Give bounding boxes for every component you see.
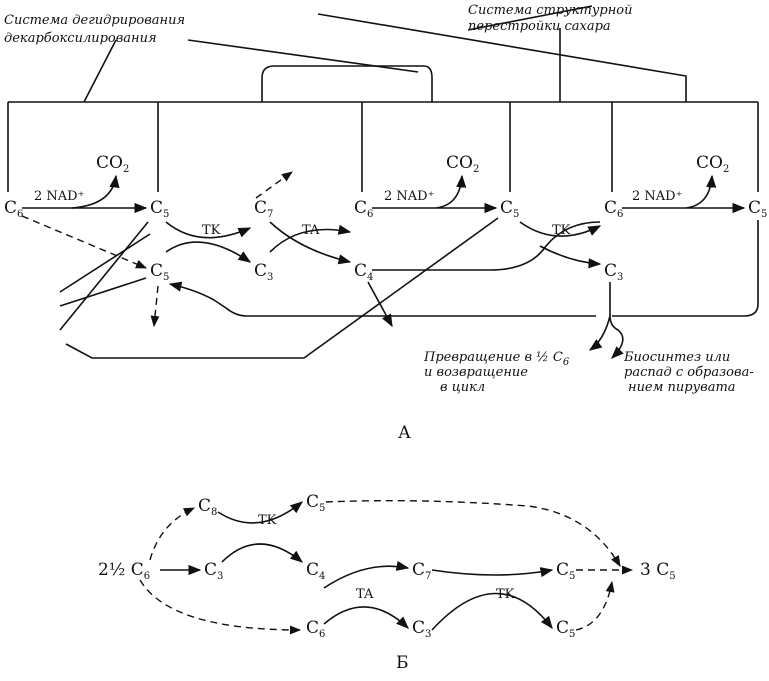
- system-left-line1: Система дегидрирования: [4, 13, 185, 28]
- caption-b: Б: [396, 653, 409, 673]
- co2-label-3: CO2: [696, 153, 729, 175]
- bracket-structure: [7, 5, 759, 192]
- note-right-line2: распад с образова-: [624, 365, 754, 380]
- note-left-line3: в цикл: [440, 380, 485, 395]
- note-left-line2: и возвращение: [424, 365, 528, 380]
- main-arrows: [22, 174, 759, 359]
- note-right-line3: нием пирувата: [628, 380, 736, 395]
- node-b-c6-bottom: C6: [306, 618, 325, 640]
- nad-label-3: 2 NAD⁺: [632, 189, 682, 204]
- node-b-c8: C8: [198, 496, 217, 518]
- enzyme-tk-1: TK: [202, 223, 221, 238]
- enzyme-b-ta: TA: [356, 587, 374, 602]
- node-c7: C7: [254, 198, 273, 220]
- co2-label-1: CO2: [96, 153, 129, 175]
- nad-label-2: 2 NAD⁺: [384, 189, 434, 204]
- node-b-c5-right-top: C5: [556, 560, 575, 582]
- node-c6-third: C6: [604, 198, 623, 220]
- system-right-line1: Система структурной: [468, 3, 632, 18]
- node-c5-middle: C5: [150, 261, 169, 283]
- node-c5-end: C5: [748, 198, 767, 220]
- caption-a: А: [398, 423, 411, 443]
- diagram-b-dashed-arrows: [139, 499, 634, 635]
- node-b-c5-right-bottom: C5: [556, 618, 575, 640]
- dashed-arrows: [21, 171, 293, 328]
- start-label: 2½ C6: [98, 560, 150, 582]
- node-c5-second: C5: [500, 198, 519, 220]
- node-c4: C4: [354, 261, 373, 283]
- nad-label-1: 2 NAD⁺: [34, 189, 84, 204]
- result-label: 3 C5: [640, 560, 676, 582]
- system-left-line2: декарбоксилирования: [4, 31, 157, 46]
- co2-label-2: CO2: [446, 153, 479, 175]
- node-c5-first: C5: [150, 198, 169, 220]
- node-c3-second: C3: [604, 261, 623, 283]
- diagram-b: 2½ C6 3 C5 C8 C5 C3 C4 C6 C7 C3 C5 C5 TK…: [98, 492, 676, 673]
- diagram-a: Система дегидрирования декарбоксилирован…: [4, 3, 767, 443]
- node-b-c3-left: C3: [204, 560, 223, 582]
- node-b-c7: C7: [412, 560, 431, 582]
- note-left-line1: Превращение в ½ C6: [423, 350, 570, 368]
- node-c3-first: C3: [254, 261, 273, 283]
- node-c6-start: C6: [4, 198, 23, 220]
- node-b-c4: C4: [306, 560, 325, 582]
- node-b-c3-right: C3: [412, 618, 431, 640]
- diagram-b-arrows: [160, 501, 554, 631]
- node-c6-second: C6: [354, 198, 373, 220]
- enzyme-tk-2: TK: [552, 223, 571, 238]
- node-b-c5-top: C5: [306, 492, 325, 514]
- note-right-line1: Биосинтез или: [623, 350, 730, 365]
